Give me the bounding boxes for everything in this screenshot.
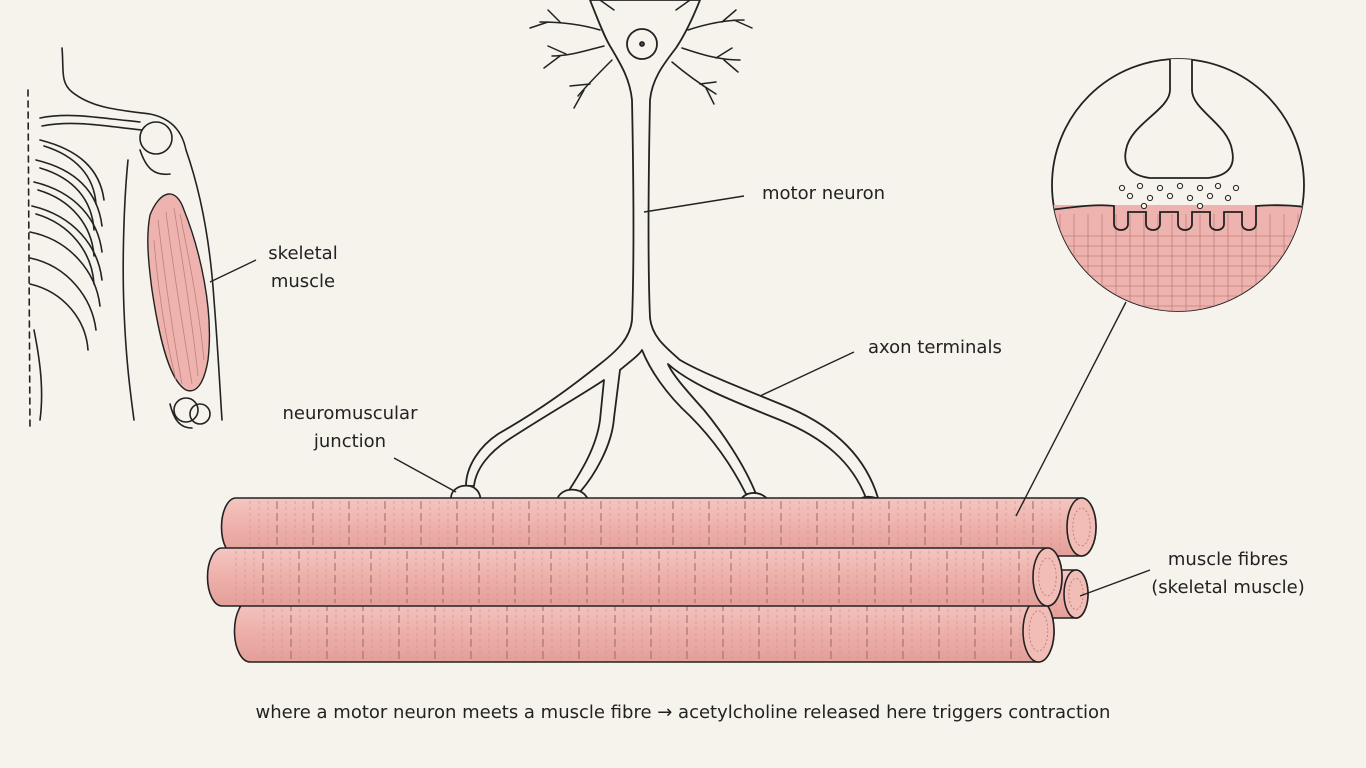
muscle-fibre-3 bbox=[233, 599, 1055, 663]
label-neuromuscular-junction: neuromuscular junction bbox=[272, 400, 428, 456]
caption: where a motor neuron meets a muscle fibr… bbox=[255, 702, 1111, 723]
label-muscle-fibres-line2: (skeletal muscle) bbox=[1151, 577, 1305, 598]
label-motor-neuron: motor neuron bbox=[762, 183, 886, 204]
label-nmj-line1: neuromuscular bbox=[282, 403, 418, 424]
arm-illustration bbox=[27, 47, 223, 431]
label-axon-terminals: axon terminals bbox=[868, 337, 1002, 358]
motor-neuron-shape bbox=[465, 0, 879, 499]
label-skeletal-muscle-line2: muscle bbox=[270, 271, 336, 292]
label-skeletal-muscle-line1: skeletal bbox=[268, 243, 338, 264]
label-nmj-line2: junction bbox=[313, 431, 387, 452]
magnified-inset bbox=[1051, 58, 1305, 312]
label-skeletal-muscle: skeletal muscle bbox=[258, 240, 348, 296]
dendrites bbox=[529, 0, 753, 109]
label-muscle-fibres: muscle fibres (skeletal muscle) bbox=[1140, 546, 1316, 602]
leader-lines bbox=[209, 195, 1151, 597]
muscle-fibres bbox=[206, 497, 1097, 663]
muscle-fibre-1 bbox=[220, 497, 1097, 557]
muscle-fibre-4 bbox=[206, 547, 1063, 607]
skeletal-muscle-shape bbox=[147, 193, 211, 392]
label-muscle-fibres-line1: muscle fibres bbox=[1167, 549, 1289, 570]
